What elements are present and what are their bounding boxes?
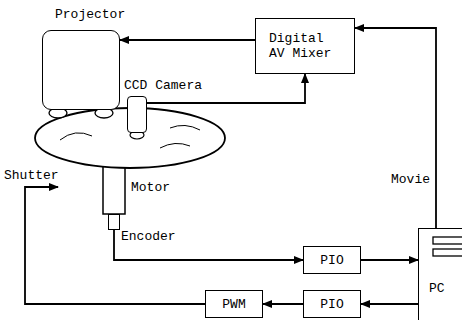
signal-arrow — [355, 28, 436, 228]
projector-box: Projector — [42, 30, 120, 110]
box-label: PWM — [222, 297, 245, 312]
part-name: Motor — [130, 180, 171, 195]
encoder-body: Encoder — [108, 214, 120, 230]
node-label: CCD Camera — [124, 78, 202, 93]
pc-drive-slots — [419, 229, 462, 269]
camera-body: CCD Camera — [127, 96, 147, 133]
box-label: PIO — [320, 297, 343, 312]
pc-box: PC — [418, 228, 462, 320]
box-label: Digital AV Mixer — [269, 31, 341, 61]
signal-arrow — [114, 230, 303, 260]
shutter-wire — [25, 187, 205, 304]
pwm-box: PWM — [205, 290, 263, 318]
node-label: Projector — [55, 7, 125, 22]
mixer-box: Digital AV Mixer — [255, 18, 355, 74]
edge-label: Movie — [390, 172, 431, 187]
turntable-shading — [60, 133, 92, 140]
pio-box: PIO — [303, 290, 361, 318]
part-name: Shutter — [3, 168, 60, 183]
box-label: PC — [429, 281, 445, 296]
signal-arrow — [263, 303, 303, 305]
node-label: Encoder — [121, 229, 176, 244]
signal-arrow — [120, 39, 255, 41]
signal-arrow — [361, 303, 418, 305]
pio-box: PIO — [303, 246, 361, 274]
signal-arrow — [361, 259, 418, 261]
box-label: PIO — [320, 253, 343, 268]
turntable-shading — [170, 125, 200, 130]
turntable-shading — [160, 143, 190, 148]
